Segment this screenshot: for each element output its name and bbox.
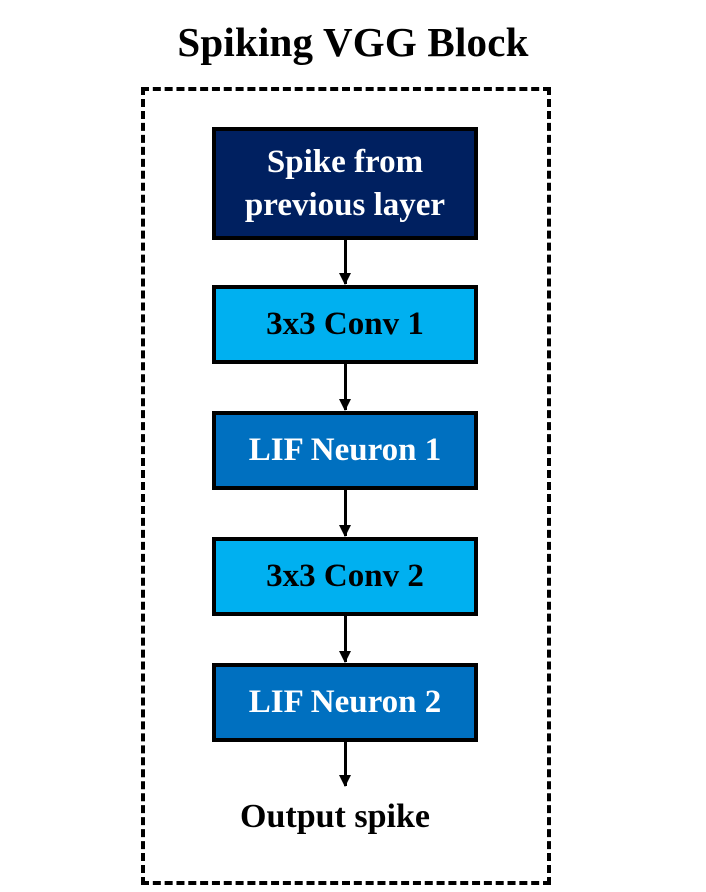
node-conv2: 3x3 Conv 2 bbox=[212, 537, 478, 616]
arrow-input-to-conv1 bbox=[339, 240, 351, 285]
node-lif2-label: LIF Neuron 2 bbox=[248, 684, 442, 721]
arrow-lif1-to-conv2 bbox=[339, 490, 351, 537]
output-spike-label: Output spike bbox=[240, 798, 430, 835]
block-boundary-dashed bbox=[141, 87, 551, 885]
node-lif1-label: LIF Neuron 1 bbox=[248, 432, 442, 469]
node-spike-input: Spike from previous layer bbox=[212, 127, 478, 240]
node-conv1: 3x3 Conv 1 bbox=[212, 285, 478, 364]
node-spike-input-line-1: Spike from bbox=[266, 143, 424, 180]
arrow-conv2-to-lif2 bbox=[339, 616, 351, 663]
node-spike-input-line-2: previous layer bbox=[244, 186, 446, 223]
node-conv1-label: 3x3 Conv 1 bbox=[266, 306, 424, 343]
diagram-title: Spiking VGG Block bbox=[177, 19, 529, 65]
node-conv2-label: 3x3 Conv 2 bbox=[266, 558, 424, 595]
node-lif1: LIF Neuron 1 bbox=[212, 411, 478, 490]
arrow-conv1-to-lif1 bbox=[339, 364, 351, 411]
arrow-lif2-to-output bbox=[339, 742, 351, 787]
node-lif2: LIF Neuron 2 bbox=[212, 663, 478, 742]
